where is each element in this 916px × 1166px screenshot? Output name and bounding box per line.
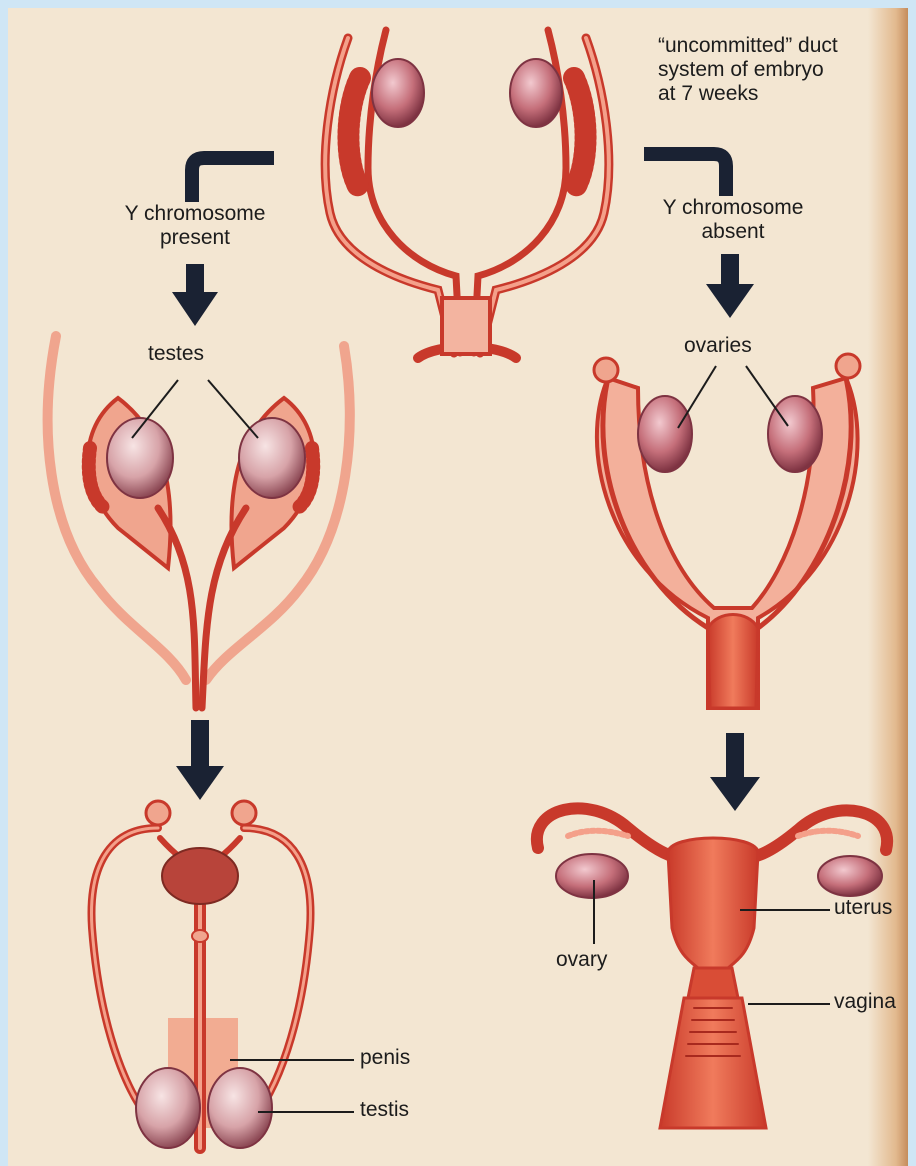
embryo-duct-system [325, 30, 609, 358]
bulbourethral-gland [192, 930, 208, 942]
arrow-male-develop [176, 720, 224, 800]
ovaries-pointer-right [746, 366, 788, 426]
embryo-note: “uncommitted” duct system of embryo at 7… [658, 34, 838, 106]
embryo-gonad-right [510, 59, 562, 127]
diagram-canvas: “uncommitted” duct system of embryo at 7… [8, 8, 908, 1166]
male-testis-right [239, 418, 305, 498]
prostate [162, 848, 238, 904]
male-testis-left [107, 418, 173, 498]
embryo-note-line-1: “uncommitted” duct [658, 34, 838, 58]
female-intermediate-ducts [594, 354, 860, 708]
embryo-gonad-left [372, 59, 424, 127]
y-absent-line-2: absent [618, 220, 848, 244]
seminal-vesicle-right [232, 801, 256, 825]
adult-testis-left [136, 1068, 200, 1148]
embryo-note-line-2: system of embryo [658, 58, 838, 82]
male-intermediate-ducts [48, 336, 350, 708]
ovaries-label: ovaries [684, 334, 752, 358]
uterus-label: uterus [834, 896, 892, 920]
testes-pointer-right [208, 380, 258, 438]
ovary-label: ovary [556, 948, 607, 972]
adult-testis-right [208, 1068, 272, 1148]
adult-ovary-left [556, 854, 628, 898]
y-present-line-2: present [80, 226, 310, 250]
embryo-note-line-3: at 7 weeks [658, 82, 838, 106]
diagram-svg [8, 8, 908, 1166]
y-present-line-1: Y chromosome [80, 202, 310, 226]
female-ovary-left [638, 396, 692, 472]
y-absent-line-1: Y chromosome [618, 196, 848, 220]
testes-label: testes [148, 342, 204, 366]
seminal-vesicle-left [146, 801, 170, 825]
ovaries-pointer-left [678, 366, 716, 428]
penis-label: penis [360, 1046, 410, 1070]
y-absent-label: Y chromosome absent [618, 196, 848, 244]
arrow-female-develop [710, 733, 760, 811]
y-present-label: Y chromosome present [80, 202, 310, 250]
testis-label: testis [360, 1098, 409, 1122]
vagina-label: vagina [834, 990, 896, 1014]
adult-ovary-right [818, 856, 882, 896]
